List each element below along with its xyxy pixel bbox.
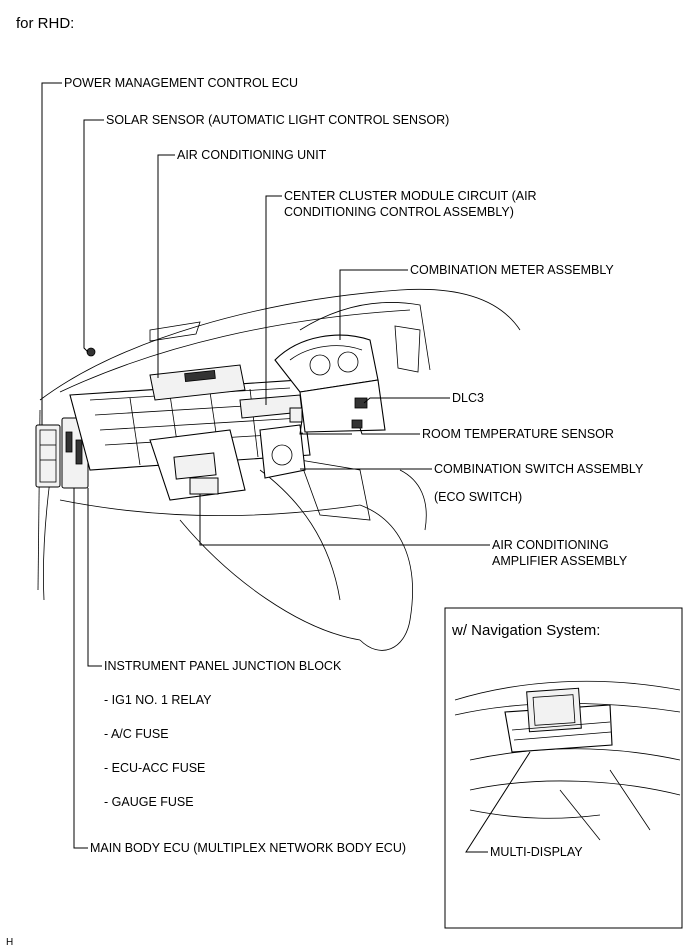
label-main-body-ecu: MAIN BODY ECU (MULTIPLEX NETWORK BODY EC… — [90, 841, 406, 855]
label-solar-sensor: SOLAR SENSOR (AUTOMATIC LIGHT CONTROL SE… — [106, 113, 449, 127]
label-center-cluster-line1: CENTER CLUSTER MODULE CIRCUIT (AIR — [284, 189, 537, 203]
label-dlc3: DLC3 — [452, 391, 484, 405]
page-title: for RHD: — [16, 15, 74, 32]
label-ac-amplifier-line2: AMPLIFIER ASSEMBLY — [492, 554, 628, 568]
label-power-management-ecu: POWER MANAGEMENT CONTROL ECU — [64, 76, 298, 90]
inset-title: w/ Navigation System: — [451, 622, 600, 639]
navigation-inset: w/ Navigation System: MULTI-DISPLAY — [444, 607, 683, 929]
label-ac-amplifier-line1: AIR CONDITIONING — [492, 538, 609, 552]
jb-item: - GAUGE FUSE — [104, 795, 194, 809]
label-instrument-panel-jb: INSTRUMENT PANEL JUNCTION BLOCK — [104, 659, 342, 673]
jb-item: - IG1 NO. 1 RELAY — [104, 693, 212, 707]
label-multi-display: MULTI-DISPLAY — [490, 845, 583, 859]
jb-item: - ECU-ACC FUSE — [104, 761, 205, 775]
label-air-conditioning-unit: AIR CONDITIONING UNIT — [177, 148, 327, 162]
label-eco-switch: (ECO SWITCH) — [434, 490, 522, 504]
label-combination-meter: COMBINATION METER ASSEMBLY — [410, 263, 614, 277]
dashboard-illustration — [35, 288, 521, 651]
jb-item: - A/C FUSE — [104, 727, 169, 741]
figure-ref: H — [6, 937, 13, 948]
label-combination-switch: COMBINATION SWITCH ASSEMBLY — [434, 462, 644, 476]
leader-lines — [41, 82, 490, 849]
label-room-temp-sensor: ROOM TEMPERATURE SENSOR — [422, 427, 614, 441]
inset-frame — [444, 607, 683, 929]
label-center-cluster-line2: CONDITIONING CONTROL ASSEMBLY) — [284, 205, 514, 219]
